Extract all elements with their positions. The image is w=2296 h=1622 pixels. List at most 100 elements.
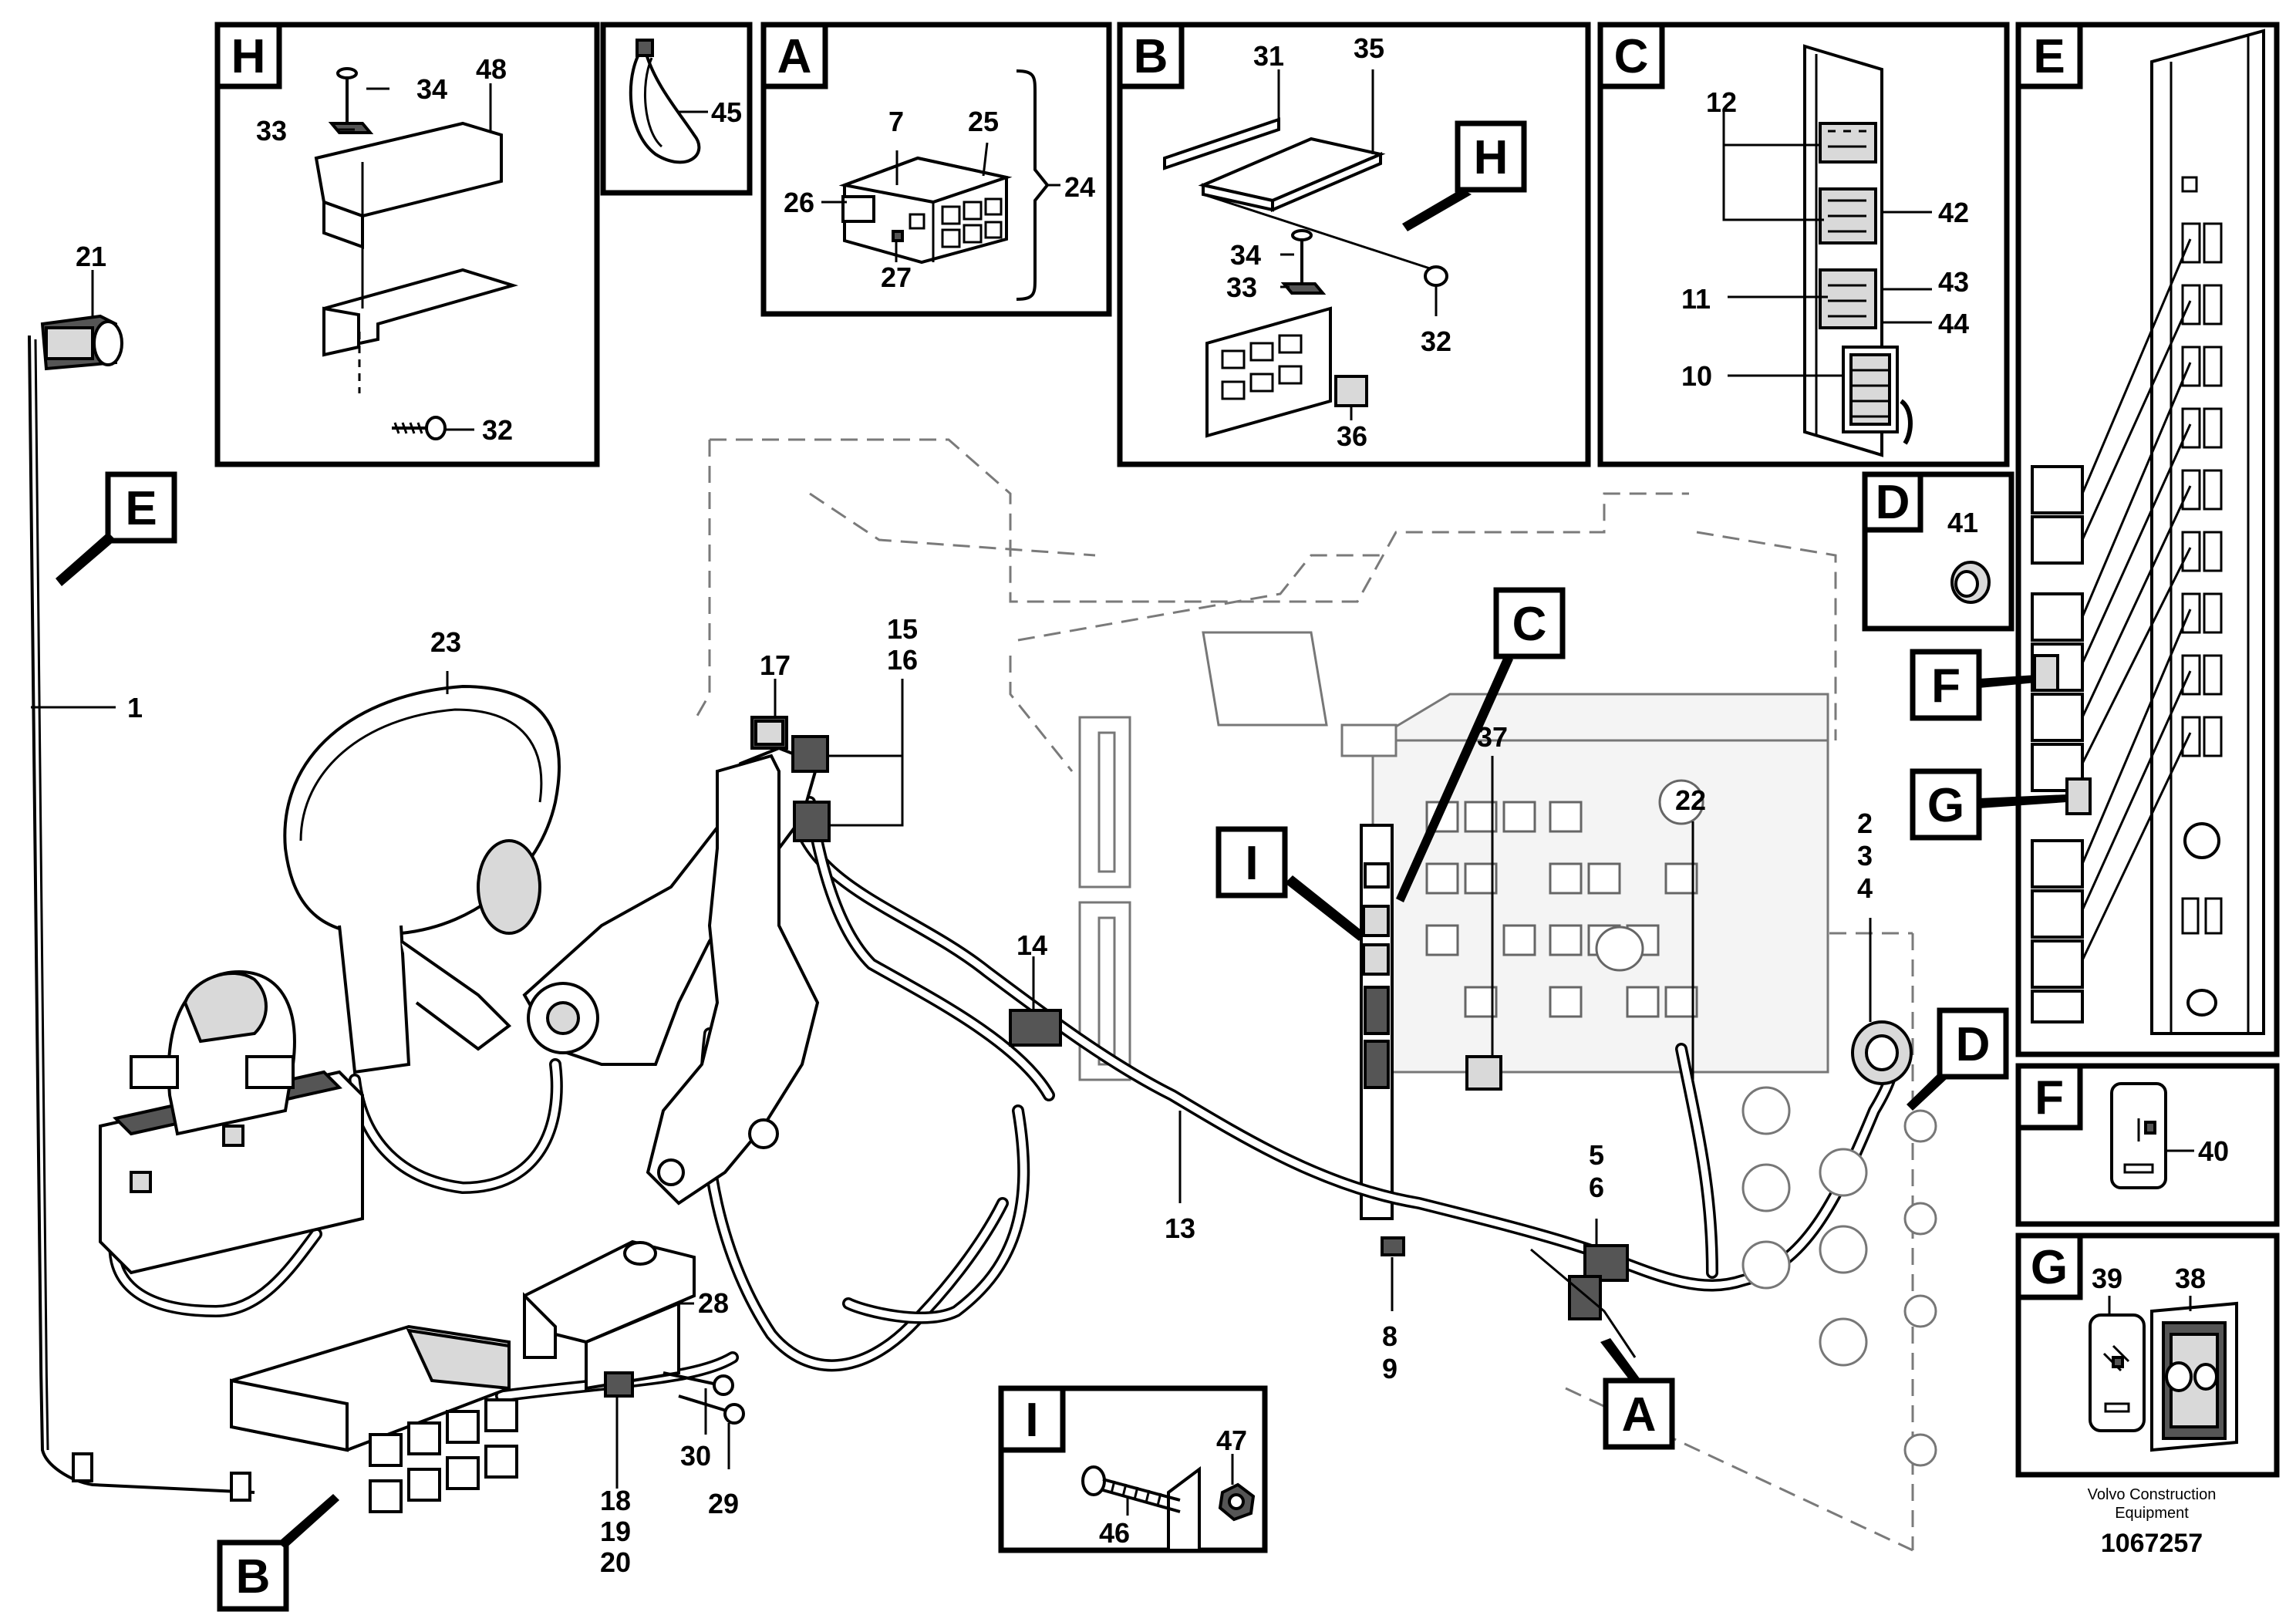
switch-leaders <box>2081 238 2192 961</box>
credit-line-2: Equipment <box>2115 1505 2189 1522</box>
detail-e: E <box>1910 22 2280 1057</box>
main-b-letter: B <box>236 1550 271 1603</box>
callout-34: 34 <box>416 73 447 105</box>
callout-31: 31 <box>1253 40 1284 72</box>
grommet-2-3-4: 2 3 4 D <box>1851 808 2009 1111</box>
grommets-right <box>1741 1086 1937 1467</box>
detail-g: G 39 38 <box>2015 1233 2280 1478</box>
relay-bracket-i <box>1360 824 1394 1220</box>
callout-8: 8 <box>1382 1320 1397 1352</box>
callout-41: 41 <box>1947 507 1978 538</box>
document-number: 1067257 <box>2101 1529 2203 1558</box>
callout-16: 16 <box>887 644 918 676</box>
electrical-center <box>1368 693 1829 1091</box>
callout-6: 6 <box>1589 1172 1604 1203</box>
main-i-letter: I <box>1245 837 1258 890</box>
detail-b: B H 31 35 34 33 <box>1117 22 1591 467</box>
main-d-letter: D <box>1956 1018 1991 1071</box>
callout-19: 19 <box>600 1516 631 1547</box>
switch-stack <box>2031 465 2084 1023</box>
callout-15: 15 <box>887 613 918 645</box>
callout-32: 32 <box>482 414 513 446</box>
detail-cable-tie: 45 <box>600 22 753 196</box>
callout-47: 47 <box>1216 1425 1247 1456</box>
callout-9: 9 <box>1382 1353 1397 1384</box>
main-a-letter: A <box>1622 1388 1657 1442</box>
connector-5-6: 5 6 <box>1568 1139 1629 1320</box>
seat-bracket <box>522 746 820 1206</box>
callout-22: 22 <box>1675 784 1706 816</box>
switch-slot-column <box>2181 222 2223 757</box>
detail-b-h-ref: H <box>1474 131 1509 184</box>
connector-17: 17 <box>750 649 791 750</box>
detail-e-f-ref: F <box>1931 659 1961 713</box>
bracket-28: 28 <box>523 1239 729 1398</box>
detail-b-letter: B <box>1134 30 1168 83</box>
callout-26: 26 <box>784 187 814 218</box>
callout-17: 17 <box>760 649 791 681</box>
credit-line-1: Volvo Construction <box>2088 1486 2217 1503</box>
callout-5: 5 <box>1589 1139 1604 1171</box>
callout-35: 35 <box>1354 32 1384 64</box>
callout-45: 45 <box>711 96 742 128</box>
detail-i: I 47 46 <box>998 1385 1268 1553</box>
detail-f: F 40 <box>2015 1063 2280 1227</box>
callout-33: 33 <box>1226 271 1257 303</box>
detail-i-letter: I <box>1025 1394 1038 1447</box>
armrest-23: 23 <box>283 626 561 1074</box>
callout-23: 23 <box>430 626 461 658</box>
callout-12: 12 <box>1706 86 1737 118</box>
joystick-console <box>99 969 364 1275</box>
callout-39: 39 <box>2092 1263 2122 1294</box>
detail-e-letter: E <box>2033 30 2065 83</box>
callout-24: 24 <box>1064 171 1095 203</box>
main-i-ref: I <box>1215 826 1365 941</box>
main-a-ref: A <box>1530 1248 1675 1450</box>
detail-a: A 7 25 26 27 24 <box>760 22 1112 317</box>
callout-38: 38 <box>2175 1263 2206 1294</box>
callout-21: 21 <box>76 241 106 272</box>
callout-1: 1 <box>127 692 143 723</box>
callout-46: 46 <box>1099 1517 1130 1549</box>
callout-3: 3 <box>1857 840 1873 872</box>
main-c-ref: C <box>1396 587 1566 902</box>
credit-block: Volvo Construction Equipment 1067257 <box>2088 1486 2217 1558</box>
callout-30: 30 <box>680 1440 711 1472</box>
detail-h-letter: H <box>231 30 266 83</box>
callout-7: 7 <box>888 106 904 137</box>
detail-g-letter: G <box>2031 1241 2068 1294</box>
callout-33: 33 <box>256 115 287 147</box>
ecu-modules <box>1078 631 1397 1081</box>
callout-42: 42 <box>1938 197 1969 228</box>
callout-44: 44 <box>1938 308 1969 339</box>
detail-d-letter: D <box>1876 476 1910 529</box>
connector-14: 14 <box>1009 929 1062 1047</box>
callout-27: 27 <box>881 261 912 293</box>
callout-25: 25 <box>968 106 999 137</box>
callout-4: 4 <box>1857 872 1873 904</box>
callout-2: 2 <box>1857 808 1873 839</box>
callout-36: 36 <box>1337 420 1367 452</box>
detail-c-letter: C <box>1614 30 1649 83</box>
detail-a-letter: A <box>777 30 812 83</box>
callout-43: 43 <box>1938 266 1969 298</box>
detail-f-letter: F <box>2035 1071 2064 1125</box>
detail-h: H 34 33 48 32 <box>214 22 600 467</box>
callout-32: 32 <box>1421 325 1451 357</box>
callout-37: 37 <box>1477 721 1508 753</box>
callout-14: 14 <box>1017 929 1047 961</box>
callout-40: 40 <box>2198 1135 2229 1167</box>
callout-10: 10 <box>1681 360 1712 392</box>
callout-13: 13 <box>1165 1212 1195 1244</box>
detail-c: C 12 42 11 43 44 10 <box>1597 22 2010 467</box>
main-assembly: 21 E 1 23 <box>28 241 2009 1612</box>
harness-13: 13 <box>1165 1111 1195 1244</box>
callout-29: 29 <box>708 1488 739 1519</box>
detail-d: D 41 <box>1862 471 2014 632</box>
relay-holder-18-20: 18 19 20 <box>600 1396 631 1578</box>
callout-48: 48 <box>476 53 507 85</box>
callout-18: 18 <box>600 1485 631 1516</box>
main-e-ref: E <box>125 482 157 535</box>
main-c-letter: C <box>1512 598 1547 651</box>
